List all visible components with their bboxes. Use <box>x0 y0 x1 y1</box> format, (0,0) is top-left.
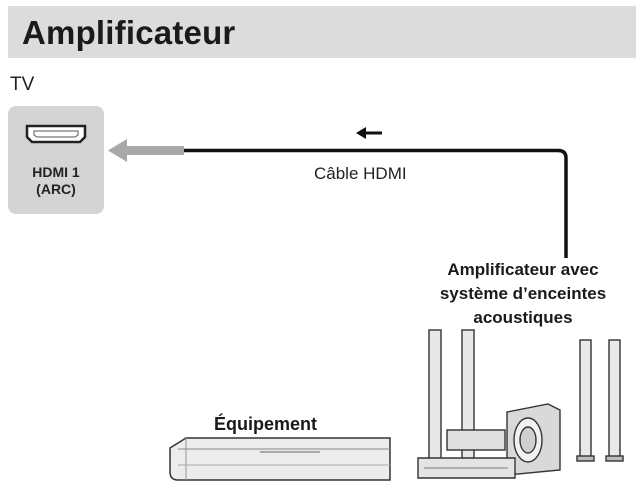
arc-label: (ARC) <box>36 181 76 197</box>
amplifier-label: Amplificateur avec système d’enceintes a… <box>398 258 642 330</box>
hdmi-port-icon <box>25 124 87 144</box>
cable-label: Câble HDMI <box>314 164 407 183</box>
signal-direction-arrow-icon <box>356 127 382 139</box>
input-arrow-icon <box>108 139 184 162</box>
equipment-device-icon <box>169 437 391 481</box>
header-bar: Amplificateur <box>8 6 636 58</box>
equipment-label: Équipement <box>214 414 318 434</box>
tv-hdmi-port-panel <box>8 106 104 214</box>
hdmi-port-label: HDMI 1 <box>32 164 80 180</box>
home-theater-speakers-icon <box>417 329 624 479</box>
amplifier-label-line-1: Amplificateur avec <box>447 260 599 279</box>
page-title: Amplificateur <box>22 14 236 51</box>
hdmi-cable-line <box>184 148 568 258</box>
tv-label: TV <box>10 74 35 95</box>
amplifier-label-line-3: acoustiques <box>473 308 573 327</box>
amplifier-label-line-2: système d’enceintes <box>439 284 607 303</box>
